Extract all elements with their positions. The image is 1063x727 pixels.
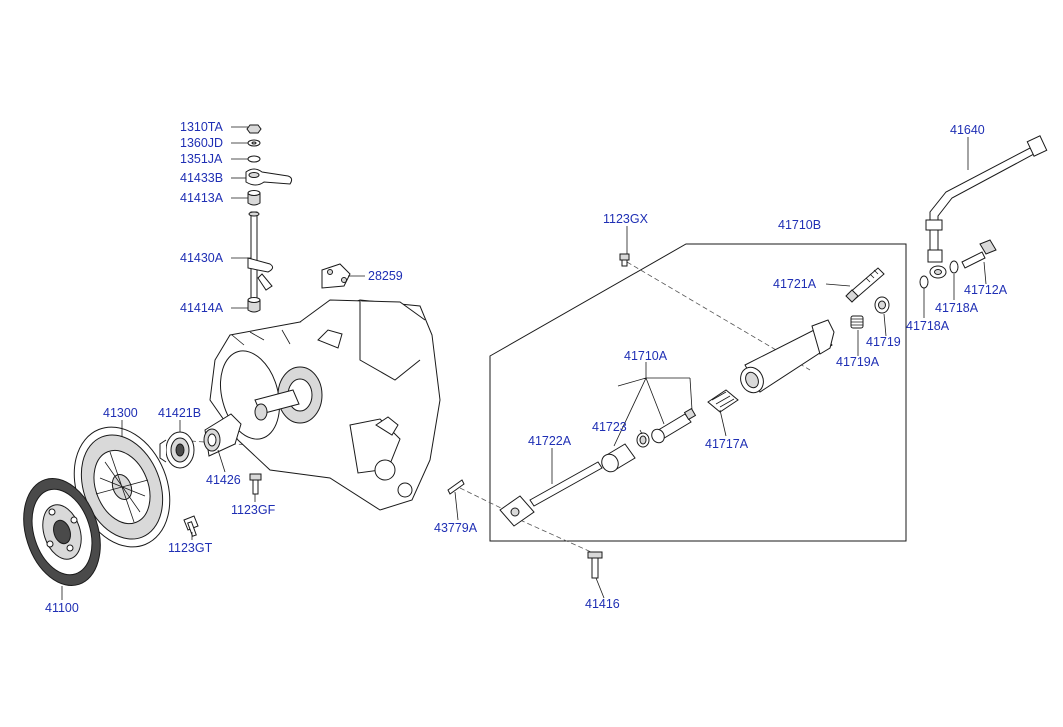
label-41718A-left[interactable]: 41718A xyxy=(906,319,950,333)
nut-1310TA[interactable] xyxy=(246,124,262,134)
label-41722A[interactable]: 41722A xyxy=(528,434,572,448)
label-41710B[interactable]: 41710B xyxy=(778,218,821,232)
cylinder-body-41710B[interactable] xyxy=(737,319,835,396)
guide-sleeve-41426[interactable] xyxy=(203,413,242,457)
label-1360JD[interactable]: 1360JD xyxy=(180,136,223,150)
seal-41723[interactable] xyxy=(636,432,650,448)
label-41718A-right[interactable]: 41718A xyxy=(935,301,979,315)
bushing-41413A[interactable] xyxy=(247,190,261,206)
label-41433B[interactable]: 41433B xyxy=(180,171,223,185)
pin-41416[interactable] xyxy=(587,551,603,579)
label-41416[interactable]: 41416 xyxy=(585,597,620,611)
shaft-41430A[interactable] xyxy=(247,211,274,303)
bushing-41414A[interactable] xyxy=(247,297,261,313)
eye-bolt-fitting xyxy=(929,265,947,279)
label-41640[interactable]: 41640 xyxy=(950,123,985,137)
clutch-cover-41300[interactable] xyxy=(57,413,187,562)
assembly-line xyxy=(519,519,601,557)
transmission-housing[interactable] xyxy=(209,299,441,511)
label-41421B[interactable]: 41421B xyxy=(158,406,201,420)
label-41710A[interactable]: 41710A xyxy=(624,349,668,363)
washer-1360JD[interactable] xyxy=(247,139,261,147)
label-41719A[interactable]: 41719A xyxy=(836,355,880,369)
label-41723[interactable]: 41723 xyxy=(592,420,627,434)
union-bolt-41712A[interactable] xyxy=(961,239,997,269)
bolt-1123GF[interactable] xyxy=(249,473,262,495)
label-1123GF[interactable]: 1123GF xyxy=(231,503,276,517)
cup-41710A[interactable] xyxy=(599,443,636,475)
piston-41710A[interactable] xyxy=(649,407,697,446)
bleeder-screw-41721A[interactable] xyxy=(845,267,885,303)
clutch-pipe-41640[interactable] xyxy=(925,135,1048,263)
label-41414A[interactable]: 41414A xyxy=(180,301,224,315)
bolt-1123GX[interactable] xyxy=(619,253,630,267)
label-41430A[interactable]: 41430A xyxy=(180,251,224,265)
leader-lines xyxy=(61,126,987,600)
label-41719[interactable]: 41719 xyxy=(866,335,901,349)
label-41712A[interactable]: 41712A xyxy=(964,283,1008,297)
label-1123GT[interactable]: 1123GT xyxy=(168,541,213,555)
label-1310TA[interactable]: 1310TA xyxy=(180,120,224,134)
spring-41719A[interactable] xyxy=(850,315,864,329)
label-28259[interactable]: 28259 xyxy=(368,269,403,283)
label-41717A[interactable]: 41717A xyxy=(705,437,749,451)
clutch-disc-41100[interactable] xyxy=(11,469,113,596)
cap-41719[interactable] xyxy=(874,296,890,314)
label-1123GX[interactable]: 1123GX xyxy=(603,212,649,226)
label-41100[interactable]: 41100 xyxy=(45,601,79,615)
label-43779A[interactable]: 43779A xyxy=(434,521,478,535)
label-1351JA[interactable]: 1351JA xyxy=(180,152,223,166)
boot-41717A[interactable] xyxy=(707,389,739,413)
release-bearing-41421B[interactable] xyxy=(159,431,195,469)
assembly-line xyxy=(459,487,506,511)
label-41300[interactable]: 41300 xyxy=(103,406,138,420)
washer-41718A-right[interactable] xyxy=(949,260,959,274)
washer-1351JA[interactable] xyxy=(247,155,261,163)
lever-41433B[interactable] xyxy=(245,168,293,186)
bolt-1123GT[interactable] xyxy=(183,515,199,537)
push-rod-41722A[interactable] xyxy=(499,461,603,527)
bracket-28259[interactable] xyxy=(321,263,351,289)
assembly-frame-41710B xyxy=(489,243,907,542)
label-41721A[interactable]: 41721A xyxy=(773,277,817,291)
clip-43779A[interactable] xyxy=(447,479,465,495)
label-41413A[interactable]: 41413A xyxy=(180,191,224,205)
washer-41718A-left[interactable] xyxy=(919,275,929,289)
label-41426[interactable]: 41426 xyxy=(206,473,241,487)
